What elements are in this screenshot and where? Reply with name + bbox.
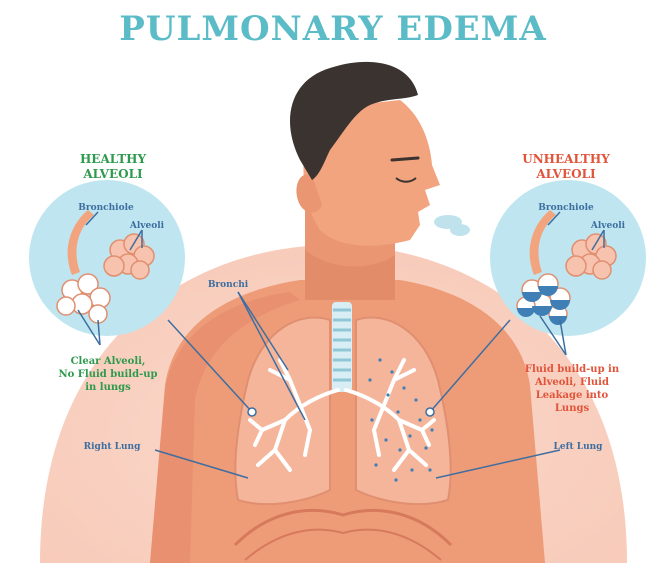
unhealthy-bronchiole-label: Bronchiole [538,203,594,213]
left-lung-marker [426,408,434,416]
unhealthy-alveoli-label: Alveoli [590,221,626,231]
unhealthy-caption-3: Leakage into [536,390,609,401]
healthy-caption-2: No Fluid build-up [59,369,158,380]
healthy-caption-1: Clear Alveoli, [71,356,146,367]
healthy-heading-2: ALVEOLI [82,167,143,181]
healthy-heading-1: HEALTHY [80,152,147,166]
healthy-bronchiole-label: Bronchiole [78,203,134,213]
breath-puff [434,215,470,236]
unhealthy-heading-1: UNHEALTHY [522,152,610,166]
unhealthy-caption-4: Lungs [555,403,590,414]
eyebrow [392,158,418,160]
healthy-caption-3: in lungs [85,382,131,393]
title: PULMONARY EDEMA [119,9,546,49]
healthy-alveoli-label: Alveoli [129,221,165,231]
left-lung-label: Left Lung [554,442,604,452]
bronchi-label: Bronchi [208,280,249,290]
right-lung-label: Right Lung [84,442,141,452]
right-lung-marker [248,408,256,416]
unhealthy-heading-2: ALVEOLI [535,167,596,181]
unhealthy-caption-2: Alveoli, Fluid [534,377,609,388]
unhealthy-caption-1: Fluid build-up in [525,364,620,375]
